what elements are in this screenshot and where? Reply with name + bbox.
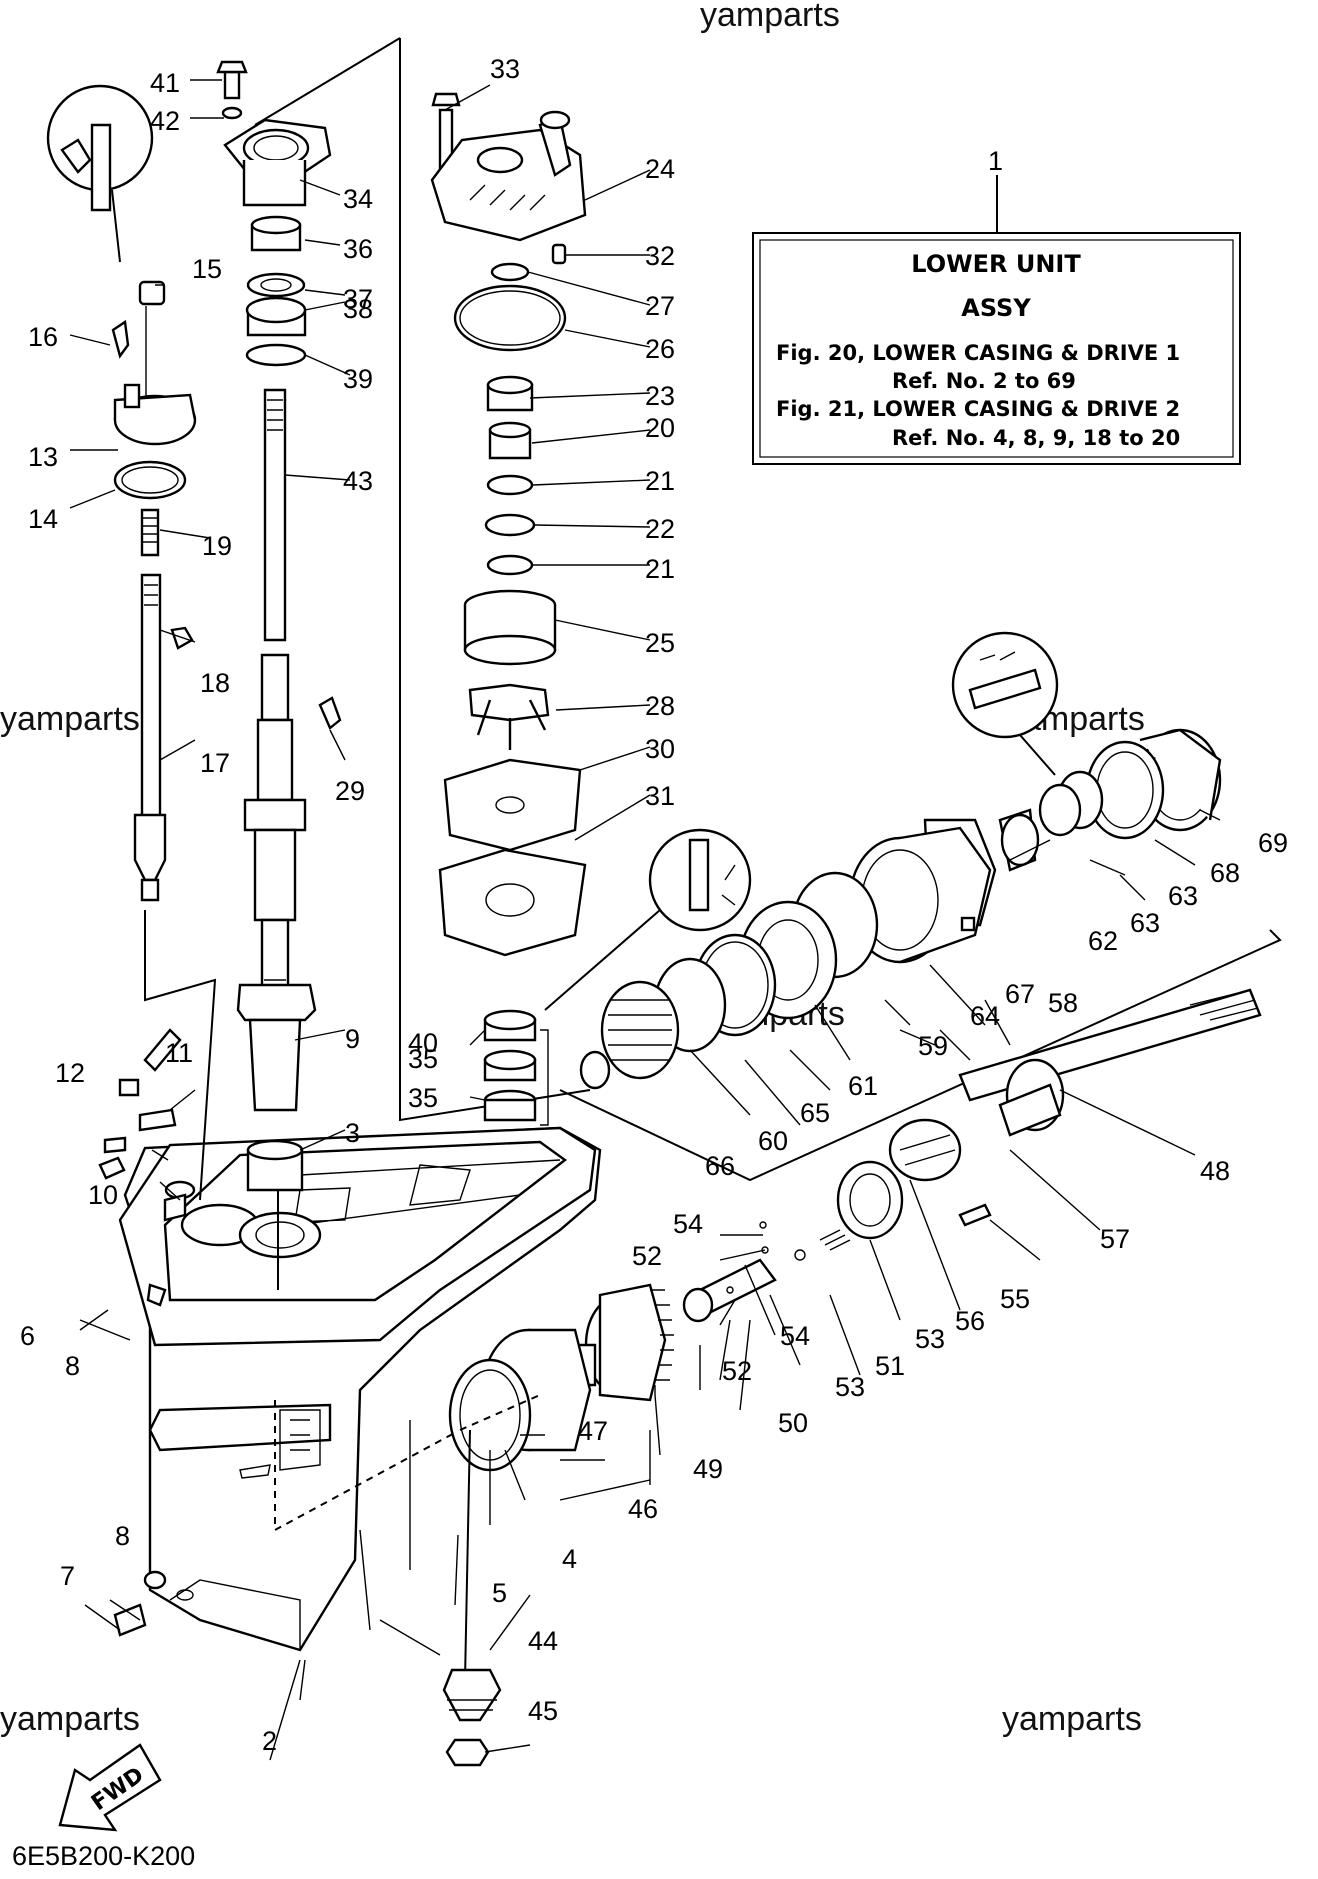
label-56: 56 (955, 1306, 985, 1336)
label-65: 65 (800, 1098, 830, 1128)
label-36: 36 (343, 234, 373, 264)
label-25: 25 (645, 628, 675, 658)
lower-casing (118, 1126, 602, 1652)
label-1: 1 (988, 146, 1003, 176)
label-11: 11 (165, 1038, 193, 1068)
label-8a: 8 (65, 1351, 80, 1381)
label-43: 43 (343, 466, 373, 496)
label-6: 6 (20, 1321, 35, 1351)
label-35b: 35 (408, 1044, 438, 1074)
label-23: 23 (645, 381, 675, 411)
info-box-line-1: LOWER UNIT (911, 250, 1081, 278)
drive-shaft-column (216, 60, 342, 1290)
label-59: 59 (918, 1031, 948, 1061)
label-50: 50 (778, 1408, 808, 1438)
label-4: 4 (562, 1544, 577, 1574)
watermark-bottom-left: yamparts (0, 1700, 140, 1738)
label-66: 66 (705, 1151, 735, 1181)
info-box-line-5: Fig. 21, LOWER CASING & DRIVE 2 (776, 397, 1180, 421)
label-9: 9 (345, 1024, 360, 1054)
label-41: 41 (150, 68, 180, 98)
label-63b: 63 (1130, 908, 1160, 938)
label-39: 39 (343, 364, 373, 394)
label-42: 42 (150, 106, 180, 136)
label-60: 60 (758, 1126, 788, 1156)
forward-arrow: FWD (58, 1743, 162, 1832)
info-box-line-6: Ref. No. 4, 8, 9, 18 to 20 (892, 426, 1180, 450)
label-19: 19 (202, 531, 232, 561)
label-51: 51 (875, 1351, 905, 1381)
label-32: 32 (645, 241, 675, 271)
watermark-top: yamparts (700, 0, 840, 34)
label-38: 38 (343, 294, 373, 324)
label-7: 7 (60, 1561, 75, 1591)
shift-rod-assembly (46, 84, 217, 1201)
label-45: 45 (528, 1696, 558, 1726)
label-28: 28 (645, 691, 675, 721)
label-55: 55 (1000, 1284, 1030, 1314)
label-48: 48 (1200, 1156, 1230, 1186)
label-15: 15 (192, 254, 222, 284)
label-46: 46 (628, 1494, 658, 1524)
label-2: 2 (262, 1726, 277, 1756)
diagram-code: 6E5B200-K200 (12, 1841, 195, 1871)
label-30: 30 (645, 734, 675, 764)
label-57: 57 (1100, 1224, 1130, 1254)
propeller-shaft-assembly (442, 631, 1282, 1767)
label-67: 67 (1005, 979, 1035, 1009)
label-61: 61 (848, 1071, 878, 1101)
water-pump-stack (254, 37, 752, 1126)
label-8b: 8 (115, 1521, 130, 1551)
label-16: 16 (28, 322, 58, 352)
label-3: 3 (345, 1118, 360, 1148)
watermark-left-middle: yamparts (0, 700, 140, 738)
label-62: 62 (1088, 926, 1118, 956)
label-37: 37 (343, 284, 373, 314)
label-68: 68 (1210, 858, 1240, 888)
label-21a: 21 (645, 466, 675, 496)
info-box: 1 LOWER UNIT ASSY Fig. 20, LOWER CASING … (752, 146, 1241, 465)
watermark-bottom-right: yamparts (1002, 1700, 1142, 1738)
label-44: 44 (528, 1626, 558, 1656)
label-53b: 53 (835, 1372, 865, 1402)
label-40: 40 (408, 1028, 438, 1058)
leader-lines (69, 79, 1221, 1761)
label-64: 64 (970, 1001, 1000, 1031)
label-54b: 54 (780, 1321, 810, 1351)
label-10: 10 (88, 1180, 118, 1210)
info-box-line-3: Fig. 20, LOWER CASING & DRIVE 1 (776, 341, 1180, 365)
label-5: 5 (492, 1578, 507, 1608)
label-53a: 53 (915, 1324, 945, 1354)
label-20: 20 (645, 413, 675, 443)
label-58: 58 (1048, 988, 1078, 1018)
label-34: 34 (343, 184, 373, 214)
label-63a: 63 (1168, 881, 1198, 911)
label-69: 69 (1258, 828, 1288, 858)
label-13: 13 (28, 442, 58, 472)
label-47: 47 (578, 1416, 608, 1446)
label-18: 18 (200, 668, 230, 698)
label-31: 31 (645, 781, 675, 811)
label-29: 29 (335, 776, 365, 806)
info-box-line-2: ASSY (961, 294, 1031, 322)
label-35a: 35 (408, 1083, 438, 1113)
label-14: 14 (28, 504, 58, 534)
label-52a: 52 (632, 1241, 662, 1271)
label-49: 49 (693, 1454, 723, 1484)
label-54a: 54 (673, 1209, 703, 1239)
info-box-line-4: Ref. No. 2 to 69 (892, 369, 1076, 393)
label-24: 24 (645, 154, 675, 184)
label-22: 22 (645, 514, 675, 544)
label-12: 12 (55, 1058, 85, 1088)
label-26: 26 (645, 334, 675, 364)
label-21b: 21 (645, 554, 675, 584)
small-hardware (98, 1028, 196, 1637)
label-27: 27 (645, 291, 675, 321)
part-labels: 41 42 34 36 37 38 39 43 15 16 13 14 19 1… (20, 54, 1288, 1756)
label-17: 17 (200, 748, 230, 778)
label-33: 33 (490, 54, 520, 84)
label-52b: 52 (722, 1356, 752, 1386)
